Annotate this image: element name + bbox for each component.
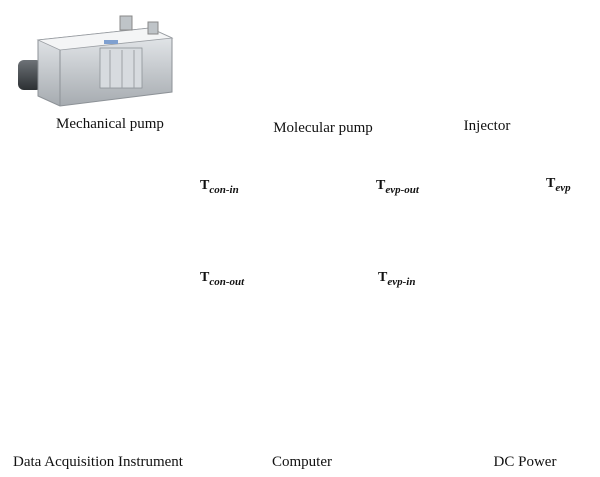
computer-label: Computer <box>272 454 332 470</box>
t-evp-in-label: Tevp-in <box>378 270 416 288</box>
dc-power-label: DC Power <box>493 454 557 470</box>
daq-label: Data Acquisition Instrument <box>13 454 183 470</box>
molecular-pump-label: Molecular pump <box>273 120 373 136</box>
injector-label: Injector <box>463 118 511 134</box>
mechanical-pump-label: Mechanical pump <box>56 116 164 132</box>
mechanical-pump-icon <box>18 15 174 107</box>
t-con-in-label: Tcon-in <box>200 178 239 196</box>
t-evp-label: Tevp <box>546 176 571 194</box>
t-con-out-label: Tcon-out <box>200 270 245 288</box>
t-evp-out-label: Tevp-out <box>376 178 419 196</box>
